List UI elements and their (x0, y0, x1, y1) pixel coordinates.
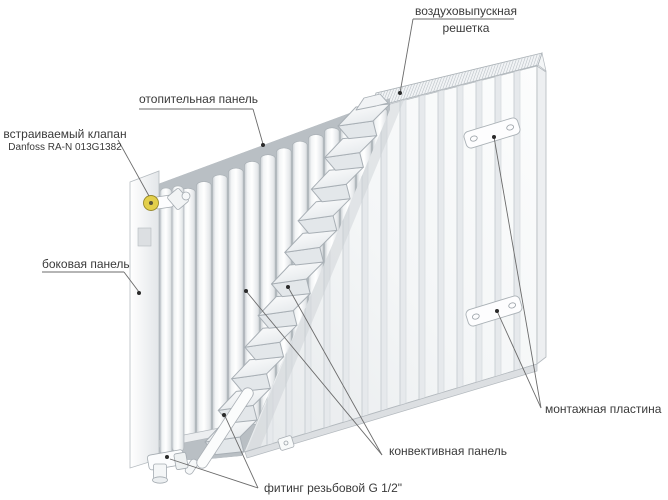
back-panel (243, 65, 547, 459)
left-assembly (129, 170, 185, 469)
label-mounting-plate: монтажная пластина (545, 402, 662, 416)
header-pipe (171, 185, 185, 453)
leader-dots (137, 91, 499, 459)
header-pipe (159, 187, 173, 456)
side-panel-sticker (137, 227, 152, 247)
right-end-cap (536, 65, 547, 365)
label-side-panel: боковая панель (42, 257, 130, 271)
convective-panel-fins (204, 93, 391, 456)
built-in-valve (143, 188, 191, 211)
back-panel-bottom-edge (244, 363, 538, 459)
label-fitting: фитинг резьбовой G 1/2" (264, 481, 403, 495)
leader-lines (42, 18, 542, 489)
bottom-bracket (277, 435, 295, 451)
label-convective-panel: конвективная панель (389, 444, 508, 458)
label-air-grille: воздуховыпускная решетка (415, 4, 517, 35)
label-built-in-valve: встраиваемый клапан Danfoss RA-N 013G138… (3, 127, 127, 153)
label-heating-panel: отопительная панель (139, 92, 258, 106)
side-panel (129, 170, 160, 469)
air-grille (369, 51, 547, 109)
fin-shadow (246, 100, 404, 452)
mounting-plates (463, 117, 523, 327)
bottom-pipe (184, 387, 254, 475)
fitting (147, 449, 189, 484)
label-valve-model: Danfoss RA-N 013G1382 (8, 142, 122, 153)
